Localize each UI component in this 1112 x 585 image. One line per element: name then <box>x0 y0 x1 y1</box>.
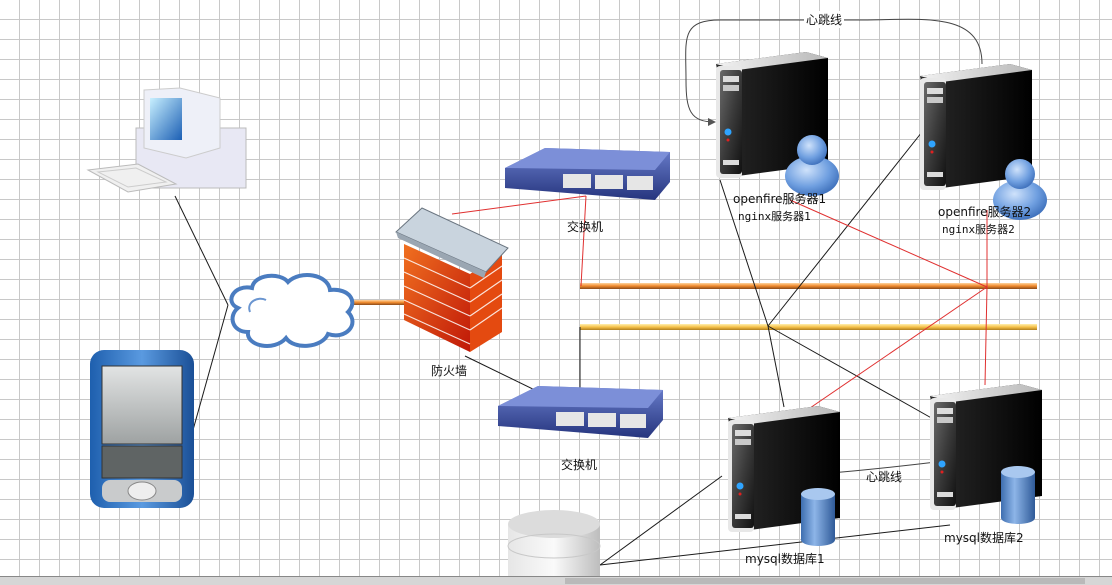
bus-yellow <box>580 324 1037 330</box>
switch-bottom-label: 交换机 <box>561 458 598 472</box>
heartbeat-top-line <box>685 18 983 126</box>
switch-top-icon[interactable] <box>505 148 670 200</box>
mysql-db-2-label: mysql数据库2 <box>944 531 1024 545</box>
openfire-server-2-label: openfire服务器2 <box>938 205 1032 219</box>
cloud-firewall-cable <box>352 300 412 305</box>
horizontal-scrollbar[interactable] <box>0 576 1112 585</box>
scrollbar-thumb[interactable] <box>565 578 1085 584</box>
switch-bottom-icon[interactable] <box>498 386 663 438</box>
desktop-computer-icon[interactable] <box>86 87 247 193</box>
mysql-server-2-icon[interactable] <box>930 384 1042 524</box>
nginx-server-2-label: nginx服务器2 <box>942 223 1015 236</box>
internet-cloud-icon[interactable] <box>229 273 355 348</box>
mysql-db-1-label: mysql数据库1 <box>745 552 825 566</box>
heartbeat-top-label: 心跳线 <box>804 11 845 28</box>
database-icon <box>1001 466 1035 524</box>
handheld-device-icon[interactable] <box>90 350 194 508</box>
nginx-server-1-label: nginx服务器1 <box>738 210 811 223</box>
link-server1-bus-red <box>789 199 988 288</box>
firewall-icon[interactable] <box>395 207 509 352</box>
heartbeat-bottom-label: 心跳线 <box>866 470 903 484</box>
link-storage-mysql1 <box>599 475 723 566</box>
link-server1-bus <box>719 179 769 327</box>
database-icon <box>801 488 835 546</box>
link-firewall-switch-top <box>451 195 587 215</box>
link-switch-top-bus <box>580 195 587 287</box>
switch-top-label: 交换机 <box>567 220 604 234</box>
link-pc-cloud <box>174 195 229 306</box>
link-bus-server2 <box>767 131 923 327</box>
storage-cylinder-icon[interactable] <box>507 510 601 576</box>
link-bus-mysql2-red <box>984 286 988 386</box>
link-storage-mysql2 <box>599 524 951 566</box>
link-pda-cloud <box>192 304 229 431</box>
link-bus-mysql1-red <box>809 286 988 409</box>
mysql-server-1-icon[interactable] <box>728 406 840 546</box>
openfire-server-2-icon[interactable] <box>920 64 1047 220</box>
link-bus-mysql2 <box>767 325 936 421</box>
link-bus-mysql1 <box>767 325 785 408</box>
openfire-server-1-label: openfire服务器1 <box>733 192 827 206</box>
firewall-label: 防火墙 <box>431 364 468 378</box>
openfire-server-1-icon[interactable] <box>716 52 839 196</box>
bus-orange <box>580 283 1037 289</box>
